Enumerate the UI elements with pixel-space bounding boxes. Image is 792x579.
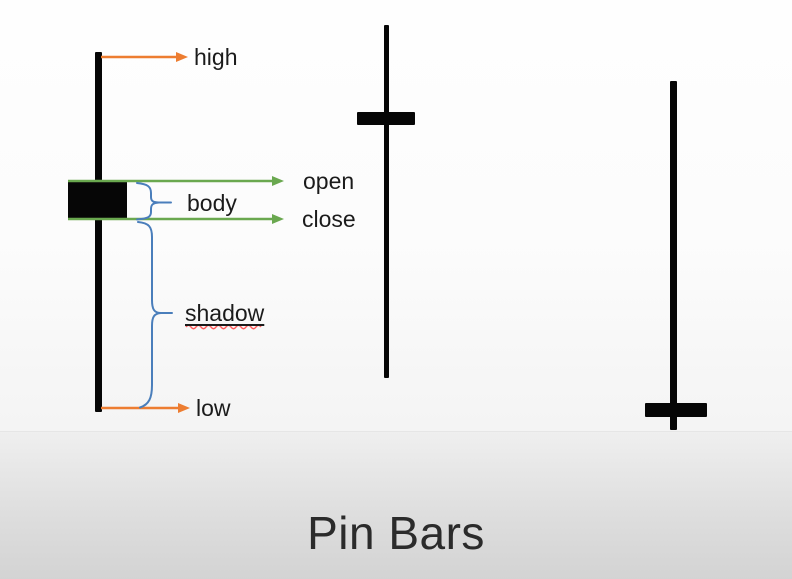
open-label: open [303,168,355,194]
pin-bar-1-body [357,112,415,125]
close-label: close [302,206,356,232]
pin-bar-1-wick [384,25,389,378]
pin-bar-2-body [645,403,707,417]
pin-bar-2-wick [670,81,677,430]
low-label: low [196,395,231,421]
body-label: body [187,190,237,216]
annotated-candle-body [68,181,127,219]
page-title: Pin Bars [307,507,485,559]
shadow-label: shadow [185,300,265,326]
slide-background [0,0,792,431]
annotated-candle-wick [95,52,102,412]
footer-background [0,431,792,579]
high-label: high [194,44,238,70]
